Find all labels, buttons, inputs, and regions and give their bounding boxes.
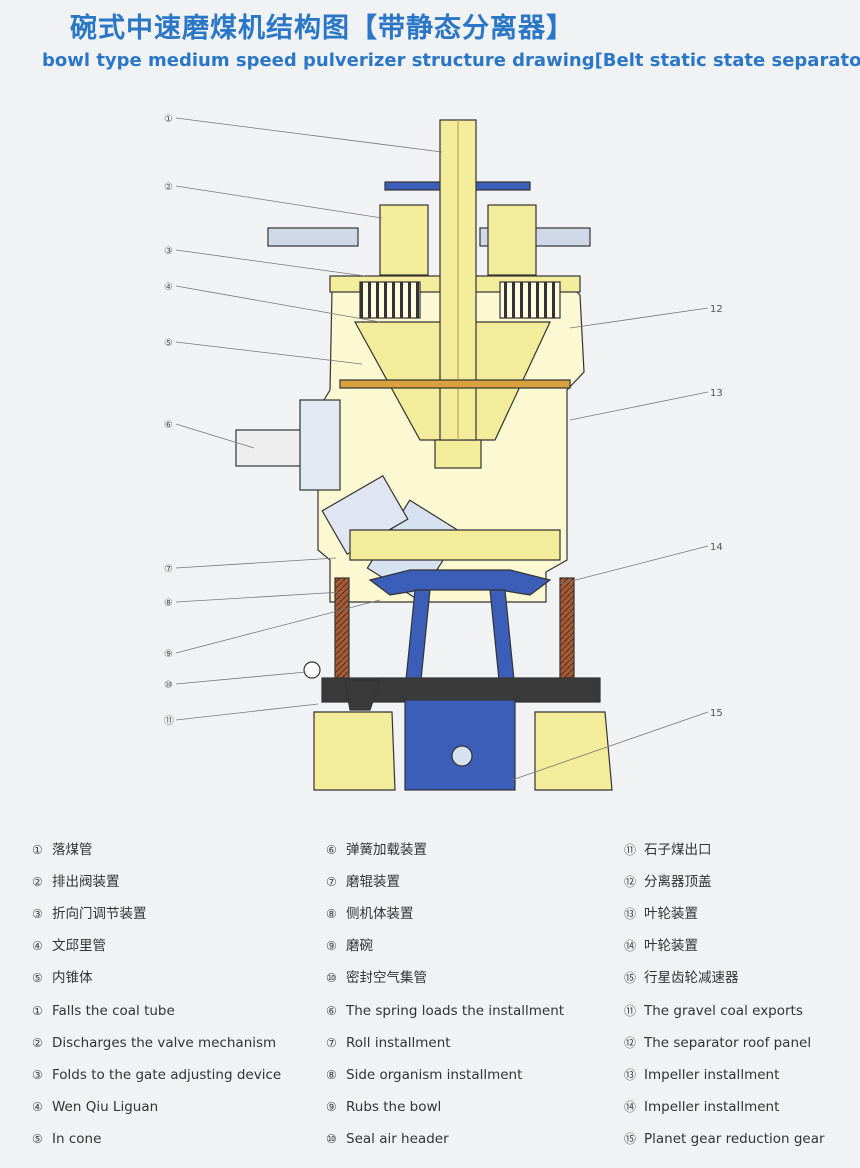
callout-13: 13	[710, 388, 723, 399]
page-title-en: bowl type medium speed pulverizer struct…	[42, 50, 860, 71]
callout-7: ⑦	[164, 564, 173, 575]
callout-leaders	[175, 117, 709, 781]
page-title-cn: 碗式中速磨煤机结构图【带静态分离器】	[70, 13, 574, 44]
callout-9: ⑨	[164, 649, 173, 660]
pulverizer-diagram: ① ② ③ ④ ⑤ ⑥ ⑦ ⑧ ⑨ ⑩ ⑪ 12 13 14 15	[164, 114, 723, 791]
callout-14: 14	[710, 542, 723, 553]
callout-2: ②	[164, 182, 173, 193]
callout-1: ①	[164, 114, 173, 125]
pulverizer-body	[235, 119, 613, 791]
callout-4: ④	[164, 282, 173, 293]
callout-labels: ① ② ③ ④ ⑤ ⑥ ⑦ ⑧ ⑨ ⑩ ⑪ 12 13 14 15	[164, 114, 723, 727]
callout-8: ⑧	[164, 598, 173, 609]
callout-11: ⑪	[164, 715, 174, 727]
callout-6: ⑥	[164, 420, 173, 431]
callout-10: ⑩	[164, 680, 173, 691]
callout-5: ⑤	[164, 338, 173, 349]
callout-3: ③	[164, 246, 173, 257]
callout-15: 15	[710, 708, 723, 719]
callout-12: 12	[710, 304, 723, 315]
